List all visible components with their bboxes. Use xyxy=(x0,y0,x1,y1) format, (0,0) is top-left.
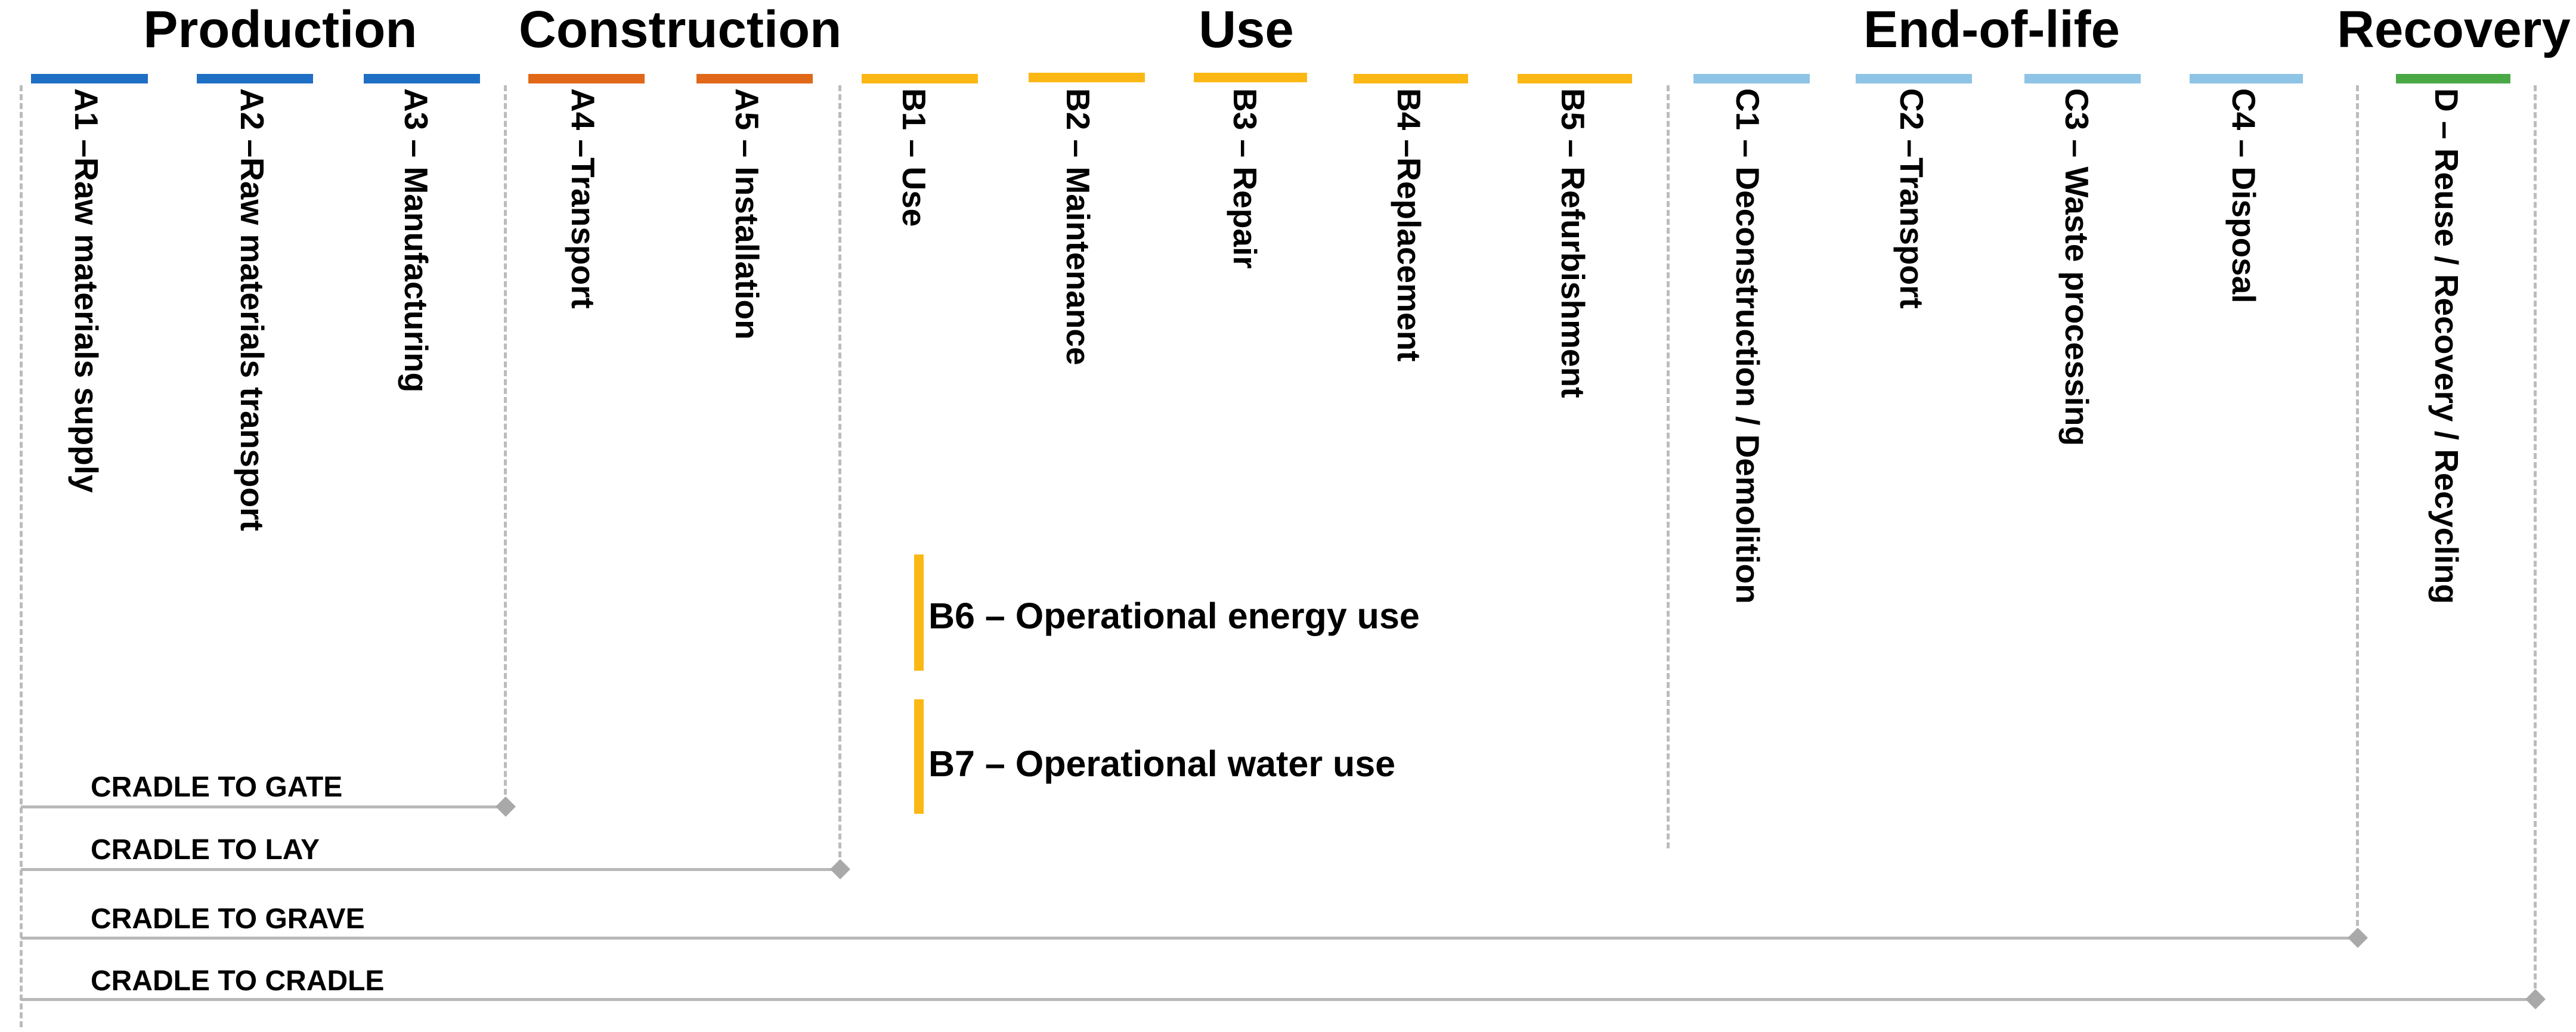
module-bar-b2 xyxy=(1029,73,1145,82)
module-bar-c3 xyxy=(2024,74,2141,83)
module-bar-a5 xyxy=(696,74,813,83)
module-label-c3: C3 – Waste processing xyxy=(2058,88,2095,447)
scope-end-marker-gate xyxy=(496,797,516,817)
group-title-recovery: Recovery xyxy=(2337,1,2571,58)
module-label-a3: A3 – Manufacturing xyxy=(398,88,435,393)
module-bar-a2 xyxy=(197,74,313,83)
operational-marker-b7 xyxy=(914,699,924,814)
group-title-construction: Construction xyxy=(519,1,842,58)
module-label-c4: C4 – Disposal xyxy=(2225,88,2262,303)
group-title-production: Production xyxy=(143,1,417,58)
scope-line-cradle-to-cradle xyxy=(21,998,2535,1001)
scope-line-cradle-to-grave xyxy=(21,937,2357,940)
operational-marker-b6 xyxy=(914,554,924,671)
operational-label-b6: B6 – Operational energy use xyxy=(928,596,1420,636)
group-title-use: Use xyxy=(1199,1,1294,58)
boundary-line-end-of-life xyxy=(1667,85,1670,848)
module-label-c2: C2 –Transport xyxy=(1893,88,1930,309)
boundary-line-grave xyxy=(2356,85,2359,935)
scope-end-marker-grave xyxy=(2348,928,2368,948)
module-label-b5: B5 – Refurbishment xyxy=(1555,88,1592,398)
operational-label-b7: B7 – Operational water use xyxy=(928,743,1396,784)
scope-line-cradle-to-gate xyxy=(21,805,505,808)
module-label-a5: A5 – Installation xyxy=(729,88,766,340)
module-bar-a3 xyxy=(364,74,480,83)
module-label-d: D – Reuse / Recovery / Recycling xyxy=(2428,88,2465,605)
module-bar-b1 xyxy=(862,74,978,83)
module-label-c1: C1 – Deconstruction / Demolition xyxy=(1729,88,1766,604)
scope-label-cradle-to-lay: CRADLE TO LAY xyxy=(91,834,320,866)
scope-end-marker-lay xyxy=(830,859,850,879)
boundary-line-cradle xyxy=(2534,85,2537,997)
module-label-b2: B2 – Maintenance xyxy=(1060,88,1097,365)
module-label-a2: A2 –Raw materials transport xyxy=(234,88,271,531)
boundary-line-lay xyxy=(838,85,841,866)
module-bar-c1 xyxy=(1693,74,1810,83)
module-bar-c2 xyxy=(1856,74,1972,83)
scope-label-cradle-to-gate: CRADLE TO GATE xyxy=(91,771,343,803)
module-label-a4: A4 –Transport xyxy=(565,88,602,309)
module-bar-b5 xyxy=(1518,74,1632,83)
scope-label-cradle-to-cradle: CRADLE TO CRADLE xyxy=(91,965,385,997)
boundary-line-start xyxy=(20,85,23,1027)
module-bar-a1 xyxy=(31,74,148,83)
module-label-b1: B1 – Use xyxy=(896,88,933,227)
module-bar-c4 xyxy=(2190,74,2303,83)
module-label-a1: A1 –Raw materials supply xyxy=(68,88,105,493)
scope-label-cradle-to-grave: CRADLE TO GRAVE xyxy=(91,903,365,935)
module-bar-d xyxy=(2396,74,2510,83)
module-label-b4: B4 –Replacement xyxy=(1391,88,1428,362)
module-bar-a4 xyxy=(528,74,645,83)
module-label-b3: B3 – Repair xyxy=(1227,88,1264,269)
module-bar-b4 xyxy=(1354,74,1468,83)
group-title-end-of-life: End-of-life xyxy=(1863,1,2120,58)
scope-line-cradle-to-lay xyxy=(21,868,840,871)
boundary-line-gate xyxy=(504,85,507,804)
scope-end-marker-cradle xyxy=(2525,989,2546,1009)
module-bar-b3 xyxy=(1194,73,1307,82)
